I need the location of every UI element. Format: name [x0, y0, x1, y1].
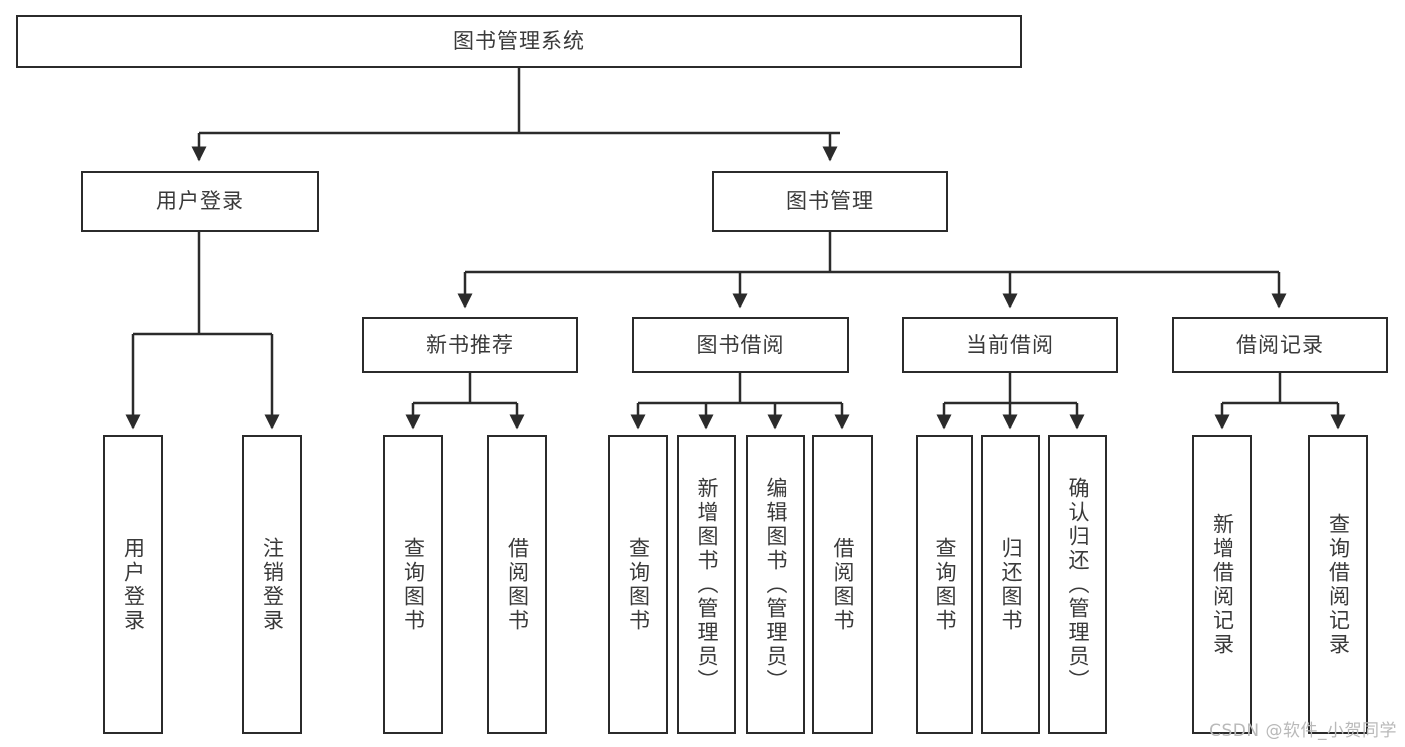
- node-leaf-query-book-recommend-label: 查询图书: [401, 536, 426, 633]
- node-leaf-confirm-return-admin-label: 确认归还（管理员）: [1066, 476, 1090, 693]
- node-current-borrow-label: 当前借阅: [966, 332, 1054, 357]
- node-leaf-query-book-current-label: 查询图书: [933, 536, 957, 633]
- node-borrow-records[interactable]: 借阅记录: [1172, 317, 1388, 373]
- node-leaf-query-book-borrow[interactable]: 查询图书: [608, 435, 668, 734]
- node-book-borrow[interactable]: 图书借阅: [632, 317, 849, 373]
- node-leaf-add-book-admin-label: 新增图书（管理员）: [695, 476, 719, 693]
- node-leaf-user-login-label: 用户登录: [121, 536, 146, 633]
- node-leaf-add-book-admin[interactable]: 新增图书（管理员）: [677, 435, 736, 734]
- node-leaf-query-book-borrow-label: 查询图书: [626, 536, 651, 633]
- node-new-book-recommend-label: 新书推荐: [426, 332, 514, 357]
- node-user-login-label: 用户登录: [156, 189, 244, 214]
- node-current-borrow[interactable]: 当前借阅: [902, 317, 1118, 373]
- node-leaf-return-book-label: 归还图书: [999, 536, 1023, 633]
- node-leaf-edit-book-admin[interactable]: 编辑图书（管理员）: [746, 435, 805, 734]
- node-leaf-query-book-recommend[interactable]: 查询图书: [383, 435, 443, 734]
- node-leaf-borrow-book-recommend-label: 借阅图书: [505, 536, 530, 633]
- node-leaf-borrow-book[interactable]: 借阅图书: [812, 435, 873, 734]
- node-book-management-label: 图书管理: [786, 189, 874, 214]
- node-new-book-recommend[interactable]: 新书推荐: [362, 317, 578, 373]
- node-leaf-borrow-book-label: 借阅图书: [831, 536, 855, 633]
- node-leaf-return-book[interactable]: 归还图书: [981, 435, 1040, 734]
- node-book-management[interactable]: 图书管理: [712, 171, 948, 232]
- node-leaf-query-borrow-record-label: 查询借阅记录: [1326, 512, 1351, 657]
- node-leaf-borrow-book-recommend[interactable]: 借阅图书: [487, 435, 547, 734]
- node-leaf-logout-label: 注销登录: [260, 536, 285, 633]
- node-root-label: 图书管理系统: [453, 29, 585, 54]
- node-leaf-logout[interactable]: 注销登录: [242, 435, 302, 734]
- node-root[interactable]: 图书管理系统: [16, 15, 1022, 68]
- node-borrow-records-label: 借阅记录: [1236, 332, 1324, 357]
- node-user-login[interactable]: 用户登录: [81, 171, 319, 232]
- node-book-borrow-label: 图书借阅: [696, 332, 785, 357]
- node-leaf-add-borrow-record-label: 新增借阅记录: [1210, 512, 1235, 657]
- node-leaf-query-book-current[interactable]: 查询图书: [916, 435, 973, 734]
- node-leaf-query-borrow-record[interactable]: 查询借阅记录: [1308, 435, 1368, 734]
- node-leaf-add-borrow-record[interactable]: 新增借阅记录: [1192, 435, 1252, 734]
- node-leaf-edit-book-admin-label: 编辑图书（管理员）: [764, 476, 788, 693]
- node-leaf-confirm-return-admin[interactable]: 确认归还（管理员）: [1048, 435, 1107, 734]
- node-leaf-user-login[interactable]: 用户登录: [103, 435, 163, 734]
